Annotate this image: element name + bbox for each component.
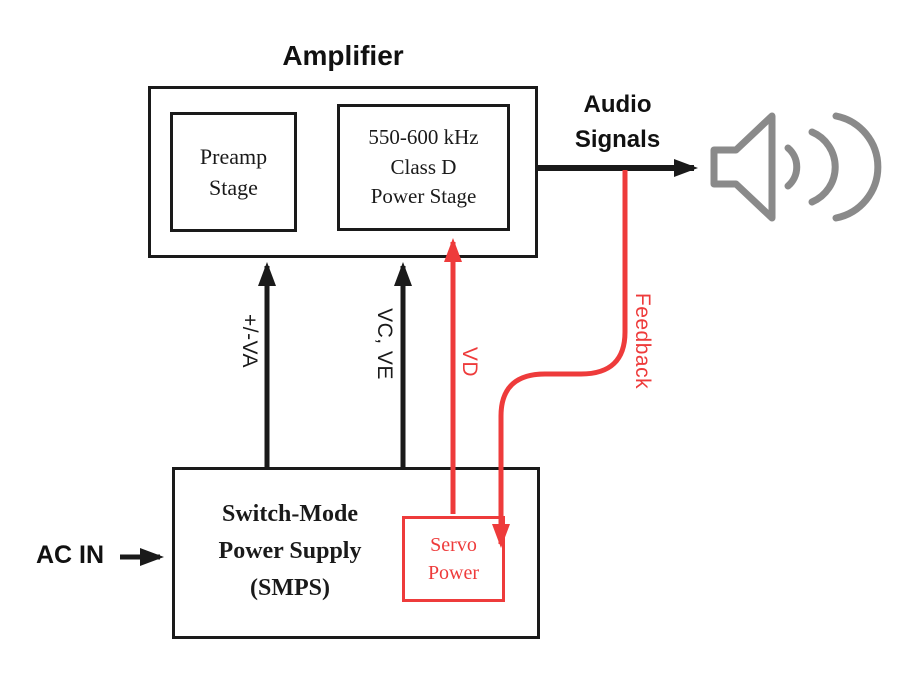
sound-wave-small [784, 144, 801, 190]
sound-wave-large [832, 112, 882, 222]
class-d-label: 550-600 kHz Class D Power Stage [368, 123, 478, 212]
class-d-power-stage-box: 550-600 kHz Class D Power Stage [337, 104, 510, 231]
ac-in-label: AC IN [35, 541, 105, 569]
va-rail-label: +/-VA [238, 313, 261, 369]
servo-power-label: Servo Power [428, 531, 479, 587]
amplifier-title: Amplifier [282, 40, 404, 71]
smps-line-1: Switch-Mode [222, 501, 358, 527]
preamp-stage-box: Preamp Stage [170, 112, 297, 232]
smps-line-2: Power Supply [218, 538, 362, 565]
vd-rail-label: VD [458, 346, 481, 378]
preamp-line-1: Preamp [199, 143, 268, 169]
smps-label: Switch-Mode Power Supply (SMPS) [198, 496, 382, 608]
sound-wave-medium [808, 128, 839, 206]
feedback-label: Feedback [631, 292, 654, 390]
audio-line-2: Signals [574, 125, 661, 153]
servo-power-box: Servo Power [402, 516, 505, 602]
audio-line-1: Audio [583, 91, 652, 118]
speaker-icon [710, 112, 882, 222]
class-d-line-3: Power Stage [370, 184, 477, 209]
speaker-body [710, 112, 776, 222]
servo-line-1: Servo [430, 534, 477, 556]
class-d-line-2: Class D [390, 154, 457, 179]
servo-line-2: Power [427, 562, 480, 584]
audio-signals-label: Audio Signals [555, 88, 680, 158]
preamp-line-2: Stage [209, 175, 258, 200]
vc-ve-rail-label: VC, VE [373, 308, 396, 380]
preamp-stage-label: Preamp Stage [200, 141, 267, 203]
smps-line-3: (SMPS) [250, 575, 330, 602]
class-d-line-1: 550-600 kHz [368, 124, 479, 149]
